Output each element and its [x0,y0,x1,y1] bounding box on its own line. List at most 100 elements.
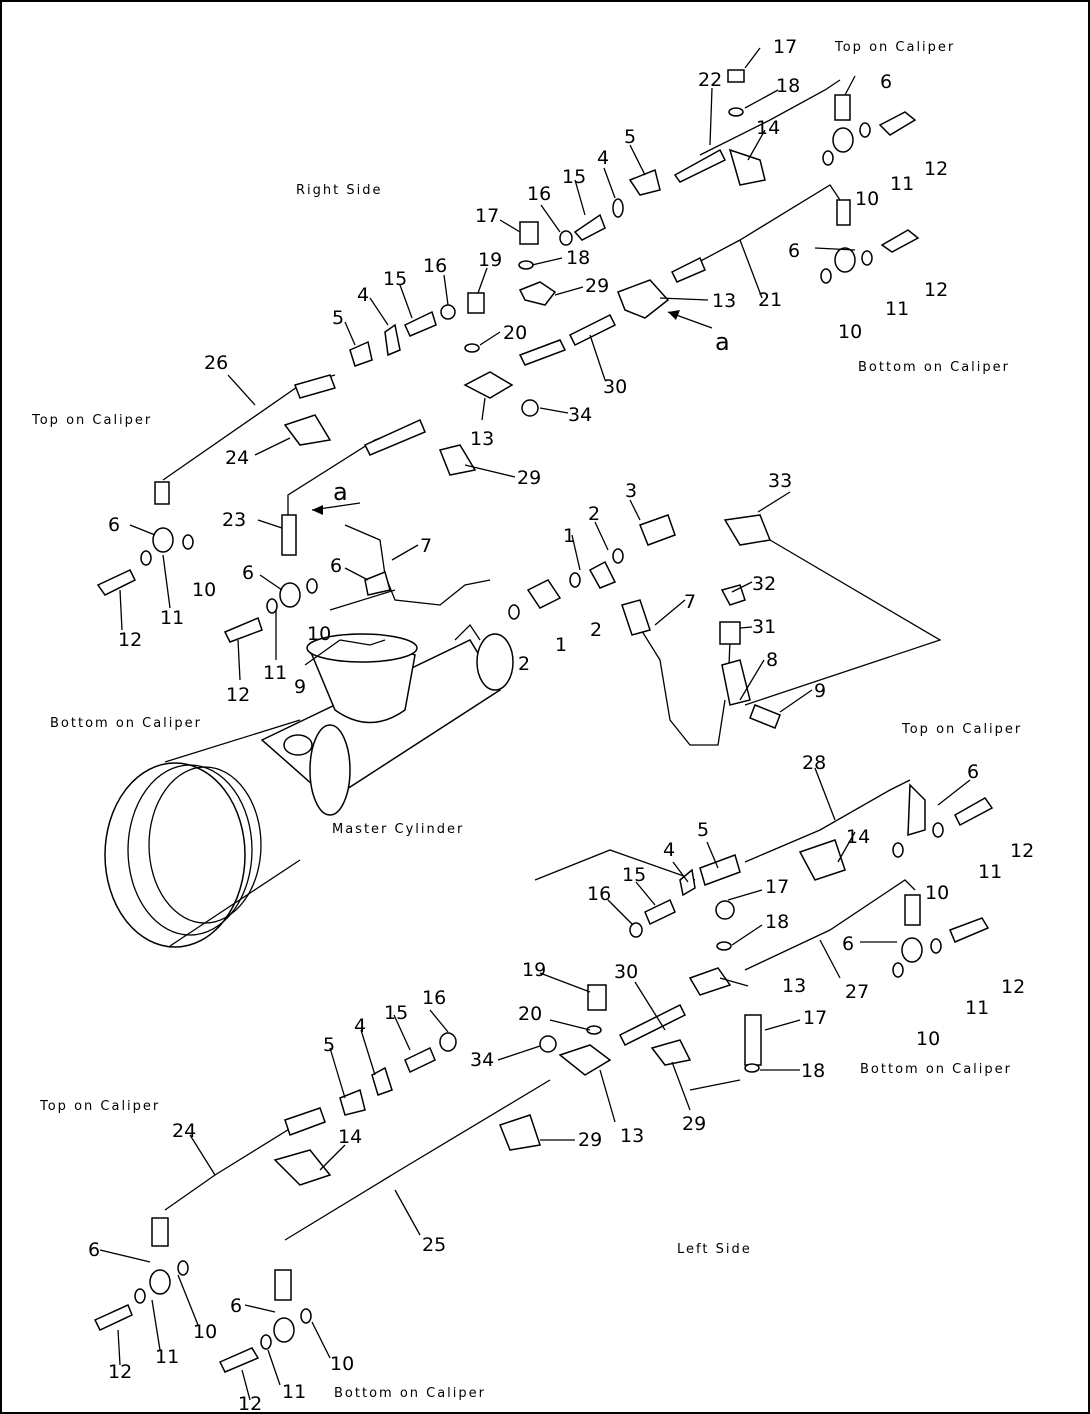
callout-13: 13 [782,975,806,997]
callout-2: 2 [518,653,530,675]
callout-2: 2 [590,619,602,641]
callout-16: 16 [527,183,551,205]
callout-18: 18 [765,911,789,933]
callout-20: 20 [518,1003,542,1025]
callout-6: 6 [880,71,892,93]
callout-5: 5 [323,1034,335,1056]
callout-10: 10 [838,321,862,343]
callout-16: 16 [423,255,447,277]
callout-31: 31 [752,616,776,638]
callout-23: 23 [222,509,246,531]
part-callouts: 17 22 18 6 5 14 4 15 11 12 16 10 17 18 6… [88,36,1034,1414]
callout-11: 11 [885,298,909,320]
callout-5: 5 [332,307,344,329]
callout-7: 7 [420,535,432,557]
callout-6: 6 [230,1295,242,1317]
callout-13: 13 [620,1125,644,1147]
callout-4: 4 [357,284,369,306]
callout-3: 3 [625,480,637,502]
callout-24: 24 [225,447,249,469]
label-bottom-on-caliper-3: Bottom on Caliper [860,1062,1012,1077]
label-bottom-on-caliper-4: Bottom on Caliper [334,1386,486,1401]
callout-15: 15 [562,166,586,188]
arrow-a-markers [311,310,713,515]
callout-6: 6 [967,761,979,783]
brake-booster [104,719,301,948]
callout-6: 6 [842,933,854,955]
callout-13: 13 [470,428,494,450]
callout-12: 12 [1010,840,1034,862]
label-top-on-caliper-2: Top on Caliper [31,413,152,428]
callout-27: 27 [845,981,869,1003]
callout-21: 21 [758,289,782,311]
callout-10: 10 [925,882,949,904]
callout-26: 26 [204,352,228,374]
callout-17: 17 [475,205,499,227]
label-right-side: Right Side [296,183,382,198]
callout-11: 11 [155,1346,179,1368]
callout-15: 15 [384,1002,408,1024]
leader-lines [99,47,971,1401]
callout-10: 10 [916,1028,940,1050]
callout-18: 18 [801,1060,825,1082]
label-master-cylinder: Master Cylinder [332,822,464,837]
callout-29: 29 [682,1113,706,1135]
label-top-on-caliper-4: Top on Caliper [39,1099,160,1114]
callout-12: 12 [924,279,948,301]
callout-28: 28 [802,752,826,774]
callout-18: 18 [566,247,590,269]
callout-34: 34 [568,404,592,426]
callout-20: 20 [503,322,527,344]
label-top-on-caliper-1: Top on Caliper [834,40,955,55]
callout-5: 5 [697,819,709,841]
callout-1: 1 [555,634,567,656]
callout-12: 12 [1001,976,1025,998]
callout-17: 17 [803,1007,827,1029]
callout-17: 17 [765,876,789,898]
callout-14: 14 [338,1126,362,1148]
callout-19: 19 [522,959,546,981]
callout-2: 2 [588,503,600,525]
callout-25: 25 [422,1234,446,1256]
callout-33: 33 [768,470,792,492]
callout-11: 11 [965,997,989,1019]
callout-10: 10 [855,188,879,210]
label-top-on-caliper-3: Top on Caliper [901,722,1022,737]
section-labels: Top on Caliper Right Side Bottom on Cali… [31,40,1022,1401]
callout-29: 29 [585,275,609,297]
callout-8: 8 [766,649,778,671]
callout-16: 16 [587,883,611,905]
callout-12: 12 [226,684,250,706]
callout-6: 6 [242,562,254,584]
callout-24: 24 [172,1120,196,1142]
callout-9: 9 [814,680,826,702]
fittings [93,69,994,1373]
callout-32: 32 [752,573,776,595]
callout-4: 4 [663,839,675,861]
callout-6: 6 [788,240,800,262]
callout-11: 11 [263,662,287,684]
callout-14: 14 [756,117,780,139]
callout-12: 12 [108,1361,132,1383]
callout-6: 6 [88,1239,100,1261]
callout-11: 11 [890,173,914,195]
callout-22: 22 [698,69,722,91]
callout-10: 10 [307,623,331,645]
callout-18: 18 [776,75,800,97]
callout-29: 29 [517,467,541,489]
callout-10: 10 [192,579,216,601]
callout-5: 5 [624,126,636,148]
callout-30: 30 [603,376,627,398]
callout-16: 16 [422,987,446,1009]
label-left-side: Left Side [677,1242,752,1257]
arrow-a-label-2: a [333,478,348,506]
label-bottom-on-caliper-2: Bottom on Caliper [50,716,202,731]
callout-11: 11 [978,861,1002,883]
callout-17: 17 [773,36,797,58]
callout-11: 11 [160,607,184,629]
callout-15: 15 [622,864,646,886]
callout-6: 6 [108,514,120,536]
callout-9: 9 [294,676,306,698]
label-bottom-on-caliper-1: Bottom on Caliper [858,360,1010,375]
